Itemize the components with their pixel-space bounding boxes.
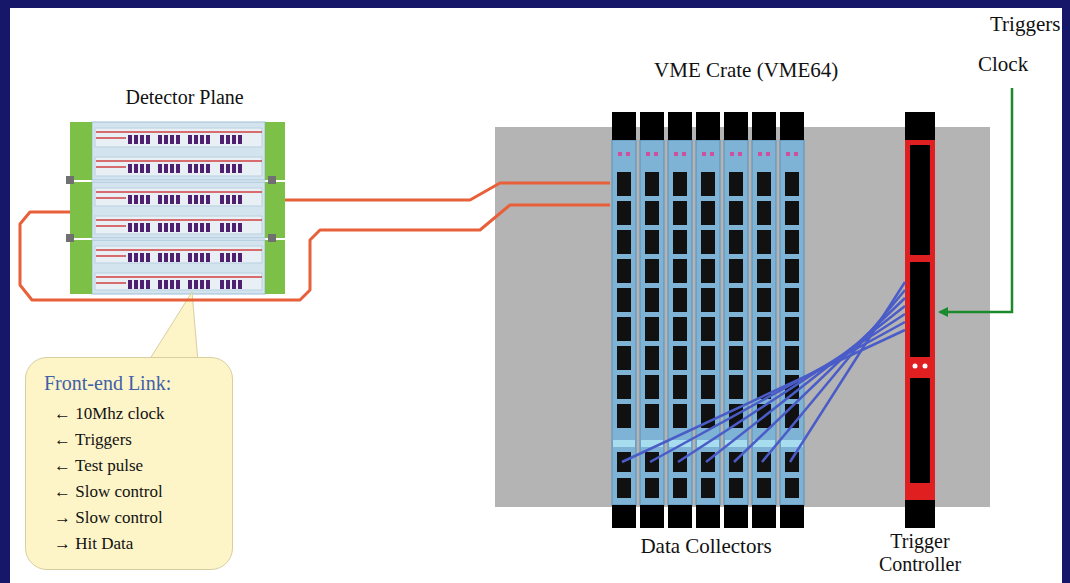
- collector-slots: [612, 112, 804, 528]
- signal-name: ← Slow control: [40, 479, 218, 505]
- vme-crate: VME Crate (VME64)Data CollectorsTrigger …: [495, 127, 990, 507]
- trigger-bus-line: [622, 330, 905, 462]
- part-label: Detector Plane: [125, 86, 243, 109]
- trigger-bus-line: [734, 298, 905, 462]
- signal-name: ← Test pulse: [40, 453, 218, 479]
- trigger-bus-line: [706, 306, 905, 462]
- signal-name: → Hit Data: [40, 531, 218, 557]
- trigger-clock-arrow: [940, 88, 1012, 312]
- trigger-bus-line: [762, 290, 905, 462]
- front-end-cable: [20, 205, 610, 300]
- signal-name: ← 10Mhz clock: [40, 401, 218, 427]
- part-label: Data Collectors: [640, 534, 771, 559]
- part-label: Trigger Controller: [860, 530, 980, 576]
- signal-label: Triggers: [990, 12, 1060, 37]
- callout-tail: [148, 292, 198, 362]
- detector-boards: [66, 122, 285, 294]
- callout-title: Front-end Link:: [40, 372, 218, 395]
- front-end-cable: [285, 183, 610, 200]
- trigger-bus-line: [650, 322, 905, 462]
- trigger-module: [905, 112, 935, 528]
- detector-plane: Detector Plane: [70, 120, 285, 295]
- trigger-bus-line: [678, 314, 905, 462]
- callout-box: Front-end Link:← 10Mhz clock← Triggers← …: [25, 357, 233, 570]
- signal-name: ← Triggers: [40, 427, 218, 453]
- signal-name: → Slow control: [40, 505, 218, 531]
- data-collectors: Data Collectors: [610, 112, 802, 528]
- trigger-controller: Trigger Controller: [905, 112, 935, 528]
- signal-label: Clock: [978, 52, 1028, 77]
- part-label: VME Crate (VME64): [654, 58, 838, 83]
